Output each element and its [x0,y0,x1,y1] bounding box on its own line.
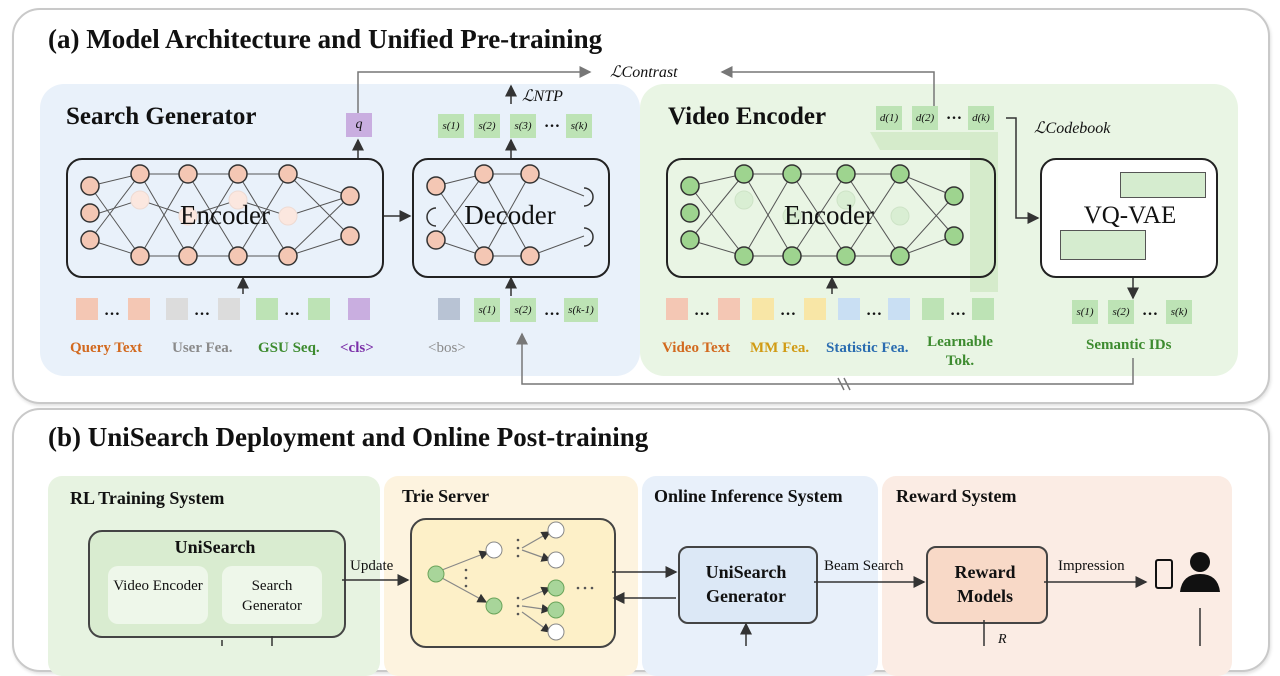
query-text-label: Query Text [70,340,143,356]
cls-token [348,298,370,320]
reward-r-label: R [998,632,1007,647]
decoder-label: Decoder [464,200,556,230]
learnable-token [922,298,944,320]
panel-a-title: (a) Model Architecture and Unified Pre-t… [48,24,603,54]
ellipsis: … [866,302,882,319]
video-text-token [718,298,740,320]
ellipsis: … [780,302,796,319]
codebook-loss: ℒCodebook [1034,120,1111,137]
mm-fea-token [804,298,826,320]
bos-label: <bos> [428,340,466,356]
search-generator-region [40,84,640,376]
beam-search-label: Beam Search [824,558,904,574]
output-token: s(k) [566,114,592,138]
panel-b-title: (b) UniSearch Deployment and Online Post… [48,422,649,452]
ellipsis: … [284,302,300,319]
update-label: Update [350,558,394,574]
semantic-token: s(1) [1072,300,1098,324]
reward-models-box[interactable] [926,546,1048,624]
codebook-grid-top [1120,172,1206,198]
phone-icon [1155,559,1173,589]
learnable-token [972,298,994,320]
ellipsis: … [950,302,966,319]
learnable-tok-label: Learnable Tok. [927,334,993,369]
online-inference-heading: Online Inference System [654,486,843,506]
video-text-label: Video Text [662,340,731,356]
ellipsis: … [694,302,710,319]
unisearch-rl-title: UniSearch [174,537,256,557]
semantic-ids-label: Semantic IDs [1086,337,1172,353]
user-fea-label: User Fea. [172,340,233,356]
output-ellipsis: … [544,114,560,131]
query-token: q [346,113,372,137]
rl-search-generator-label: Search Generator [242,578,302,614]
statistic-fea-label: Statistic Fea. [826,340,909,356]
contrast-loss: ℒContrast [610,64,678,81]
cls-label: <cls> [340,340,374,356]
d-token: d(k) [968,106,994,130]
output-token: s(1) [438,114,464,138]
video-encoder-label: Encoder [784,200,874,230]
rl-video-encoder-box [108,566,208,624]
semantic-token: s(2) [1108,300,1134,324]
input-token: s(1) [474,298,500,322]
d-ellipsis: … [946,106,962,123]
trie-server-heading: Trie Server [402,486,490,506]
query-text-token [128,298,150,320]
codebook-grid-bottom [1060,230,1146,260]
user-fea-token [166,298,188,320]
vqvae-label: VQ-VAE [1083,202,1177,229]
input-ellipsis: … [544,302,560,319]
user-icon [1180,552,1220,592]
decoder-box [412,158,610,278]
d-token: d(1) [876,106,902,130]
ntp-loss: ℒNTP [522,88,563,105]
semantic-ellipsis: … [1142,302,1158,319]
stat-fea-token [838,298,860,320]
impression-label: Impression [1058,558,1125,574]
stat-fea-token [888,298,910,320]
mm-fea-label: MM Fea. [750,340,810,356]
panel-b-diagram [221,521,1220,646]
search-encoder-box [66,158,384,278]
output-token: s(2) [474,114,500,138]
video-text-token [666,298,688,320]
reward-models-label: Reward Models [954,562,1016,606]
gsu-seq-label: GSU Seq. [258,340,320,356]
ellipsis: … [104,302,120,319]
panel-a-diagram [80,66,1139,391]
trie-box [410,518,616,648]
d-token: d(2) [912,106,938,130]
video-encoder-box [666,158,996,278]
reward-system-heading: Reward System [896,486,1017,506]
input-token: s(k-1) [564,298,598,322]
video-encoder-heading: Video Encoder [668,103,827,130]
search-generator-heading: Search Generator [66,103,257,130]
rl-video-encoder-label: Video Encoder [113,578,203,594]
ellipsis: … [194,302,210,319]
rl-search-generator-box [222,566,322,624]
search-encoder-label: Encoder [180,200,270,230]
rl-training-heading: RL Training System [70,488,225,508]
input-token: s(2) [510,298,536,322]
bos-token [438,298,460,320]
mm-fea-token [752,298,774,320]
output-token: s(3) [510,114,536,138]
query-text-token [76,298,98,320]
user-fea-token [218,298,240,320]
semantic-token: s(k) [1166,300,1192,324]
gsu-token [256,298,278,320]
gsu-token [308,298,330,320]
unisearch-generator-label: UniSearch Generator [705,562,787,606]
